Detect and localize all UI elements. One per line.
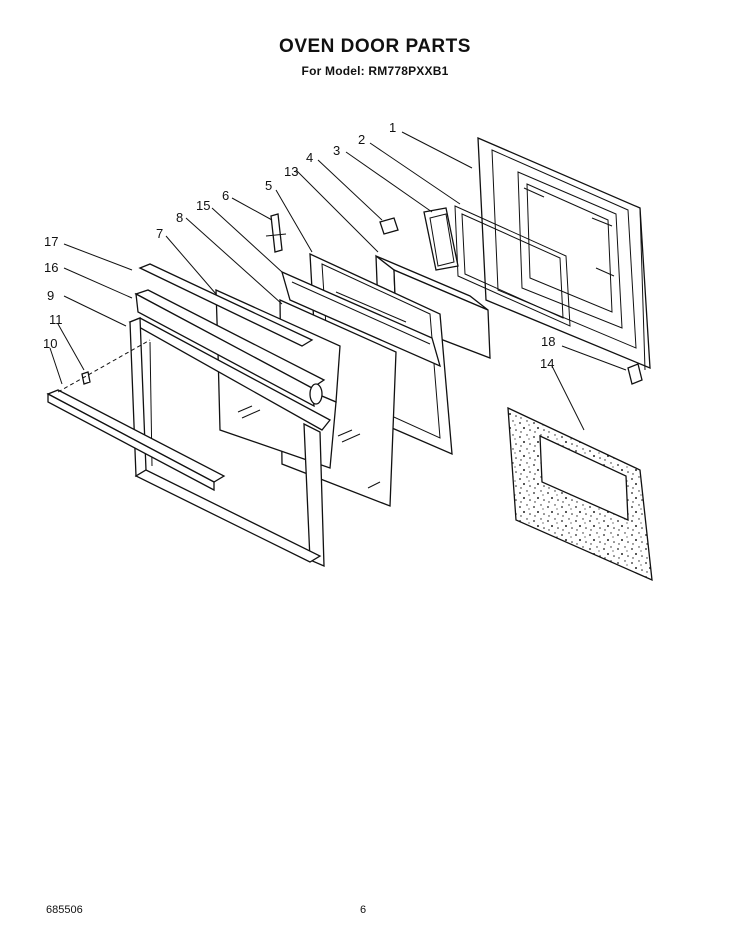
callout-1: 1 <box>389 120 396 135</box>
part-2-wire-frame <box>454 205 571 327</box>
document-number: 685506 <box>46 904 83 916</box>
callout-5: 5 <box>265 178 272 193</box>
callout-2: 2 <box>358 132 365 147</box>
part-4-clip <box>379 217 399 235</box>
callout-9: 9 <box>47 288 54 303</box>
callout-6: 6 <box>222 188 229 203</box>
callout-13: 13 <box>284 164 298 179</box>
part-17-top-trim <box>138 263 314 347</box>
part-18-block <box>627 363 643 385</box>
callout-7: 7 <box>156 226 163 241</box>
part-3-channel <box>423 207 459 271</box>
part-14-gasket <box>507 406 653 582</box>
callout-8: 8 <box>176 210 183 225</box>
part-16-handle <box>134 289 326 408</box>
callout-14: 14 <box>540 356 554 371</box>
page-title: OVEN DOOR PARTS <box>279 36 471 57</box>
part-6-bracket <box>265 213 287 253</box>
callout-16: 16 <box>44 260 58 275</box>
assembly-line <box>57 339 151 393</box>
callout-3: 3 <box>333 143 340 158</box>
part-15-strip <box>280 270 442 368</box>
page-number: 6 <box>360 904 367 916</box>
model-subtitle: For Model: RM778PXXB1 <box>301 64 449 78</box>
part-10-lower-bar <box>46 389 226 492</box>
part-9-outer-frame <box>128 317 331 567</box>
part-1-inner-liner <box>477 136 651 371</box>
callout-11: 11 <box>49 312 63 327</box>
callout-10: 10 <box>43 336 57 351</box>
callout-4: 4 <box>306 150 313 165</box>
callout-15: 15 <box>196 198 210 213</box>
part-11-clip <box>81 371 91 385</box>
callout-18: 18 <box>541 334 555 349</box>
callout-17: 17 <box>44 234 58 249</box>
leader-lines <box>49 131 627 431</box>
callout-labels: 1 2 3 4 5 6 7 8 9 10 11 13 14 15 16 17 1… <box>43 120 555 371</box>
